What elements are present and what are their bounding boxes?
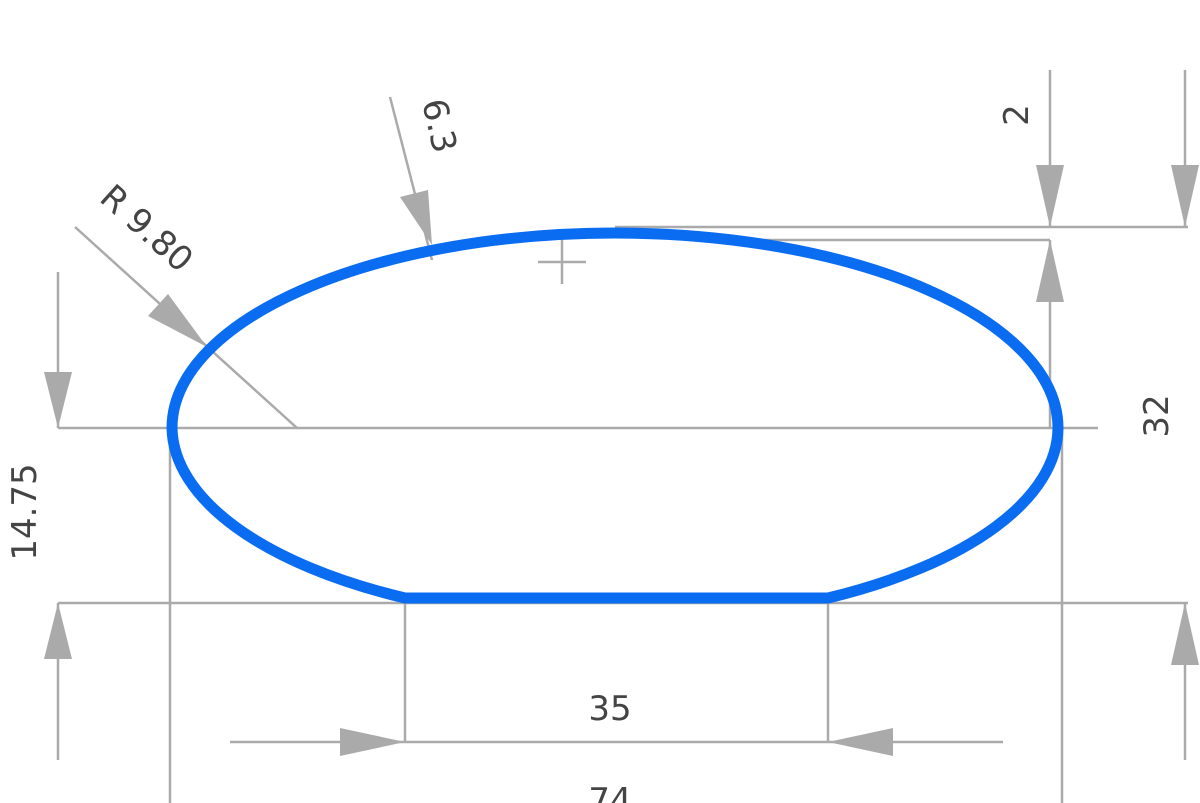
dimension-total-height: 32	[1137, 70, 1199, 760]
profile-outline	[166, 227, 1064, 604]
flat-width-label: 35	[588, 689, 631, 729]
thickness-label: 6.3	[413, 95, 464, 157]
dimension-top-offset: 2	[997, 70, 1064, 428]
total-height-label: 32	[1137, 394, 1177, 437]
top-offset-label: 2	[997, 104, 1037, 126]
center-height-label: 14.75	[5, 463, 45, 560]
radius-label: R 9.80	[92, 177, 201, 280]
dimension-flat-width: 35	[230, 689, 1003, 756]
dimension-center-height: 14.75	[5, 272, 72, 760]
total-width-label: 74	[588, 781, 631, 803]
center-mark-icon	[538, 238, 586, 284]
dimension-thickness: 6.3	[388, 95, 464, 261]
